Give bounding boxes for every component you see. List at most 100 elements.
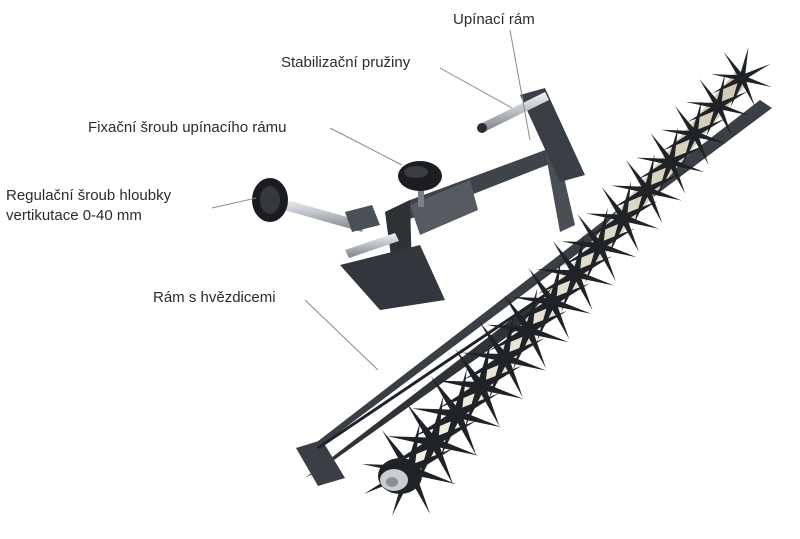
spike (717, 103, 750, 116)
star-wheel (660, 100, 727, 167)
spike (685, 101, 719, 109)
spike (667, 160, 686, 194)
spike (622, 214, 660, 229)
spike (501, 356, 523, 398)
label-regulacni-sroub-line2: vertikutace 0-40 mm (6, 207, 142, 224)
spike (739, 46, 749, 79)
spike (612, 186, 649, 208)
spike (609, 216, 627, 254)
star-wheel (536, 234, 614, 312)
spike (715, 104, 732, 136)
end-bearing (378, 458, 422, 494)
spike (574, 270, 614, 286)
spike (633, 188, 651, 225)
spike (456, 410, 502, 428)
spike (585, 244, 604, 283)
star-wheel (561, 207, 637, 283)
leader-fixacni-sroub (329, 127, 403, 166)
spike (552, 241, 579, 277)
stabilization-springs (345, 92, 549, 258)
spike (662, 131, 697, 151)
spike (551, 298, 592, 314)
star-wheel (411, 368, 502, 458)
spike (730, 76, 745, 108)
spike (486, 324, 530, 334)
spike (488, 326, 531, 351)
spike (463, 354, 507, 380)
leader-ram-s-hvezdicemi (304, 299, 379, 371)
spike (561, 272, 580, 312)
spike (512, 328, 533, 371)
spike (741, 75, 772, 88)
spike (611, 185, 648, 194)
spike (601, 187, 627, 220)
spike (587, 214, 626, 237)
spike (644, 188, 663, 223)
spike (432, 437, 479, 456)
spike (646, 186, 682, 201)
spike (411, 408, 458, 419)
spike (669, 158, 705, 173)
spike (528, 268, 556, 305)
spike (548, 300, 570, 340)
label-stabilizacni-pruziny: Stabilizační pružiny (281, 54, 411, 71)
spike (438, 382, 484, 409)
spike (681, 132, 698, 167)
spike (620, 216, 639, 253)
spike (504, 295, 532, 333)
spike (562, 242, 602, 266)
label-fixacni-sroub: Fixační šroub upínacího rámu (88, 119, 287, 136)
spike (699, 79, 721, 108)
spike (479, 382, 524, 399)
label-upinaci-ram: Upínací rám (453, 11, 535, 28)
spike (712, 75, 744, 94)
spike (536, 269, 577, 278)
spike (561, 241, 601, 250)
label-regulacni-sroub-line1: Regulační šroub hloubky (6, 187, 172, 204)
spike (477, 384, 500, 427)
spike (660, 129, 695, 138)
spike (739, 76, 755, 107)
spike (477, 341, 491, 387)
spike (674, 106, 698, 136)
star-wheel (511, 261, 592, 342)
spike (657, 160, 674, 196)
spike (406, 403, 438, 445)
spike (710, 74, 743, 81)
mounting-frame (340, 88, 585, 310)
depth-regulation-screw (252, 178, 380, 232)
leader-regulacni-sroub (211, 197, 257, 209)
spike (430, 376, 461, 417)
spike (572, 272, 593, 311)
spike (488, 356, 509, 400)
spike (453, 412, 477, 456)
spike (550, 283, 590, 306)
spike (577, 214, 603, 249)
spike (461, 352, 506, 362)
spike (525, 328, 547, 369)
spike (479, 322, 509, 361)
fixing-screw-knob (398, 161, 442, 207)
spike (464, 384, 485, 429)
spike (596, 244, 616, 282)
spike (723, 52, 745, 80)
spike (626, 160, 650, 192)
spike (687, 103, 720, 123)
spike (436, 380, 482, 390)
spike (650, 133, 674, 164)
spike (455, 349, 485, 389)
spike (740, 63, 771, 81)
spike (693, 131, 727, 144)
leader-upinaci-ram (509, 29, 531, 141)
label-ram-s-hvezdicemi: Rám s hvězdicemi (153, 289, 276, 306)
spike (716, 91, 748, 109)
spike (440, 412, 462, 458)
spike (503, 354, 547, 371)
spike (453, 368, 467, 415)
spike (527, 326, 569, 343)
spike (691, 132, 709, 165)
spike (538, 270, 578, 294)
star-spikes (362, 46, 772, 516)
star-wheel (710, 46, 772, 108)
